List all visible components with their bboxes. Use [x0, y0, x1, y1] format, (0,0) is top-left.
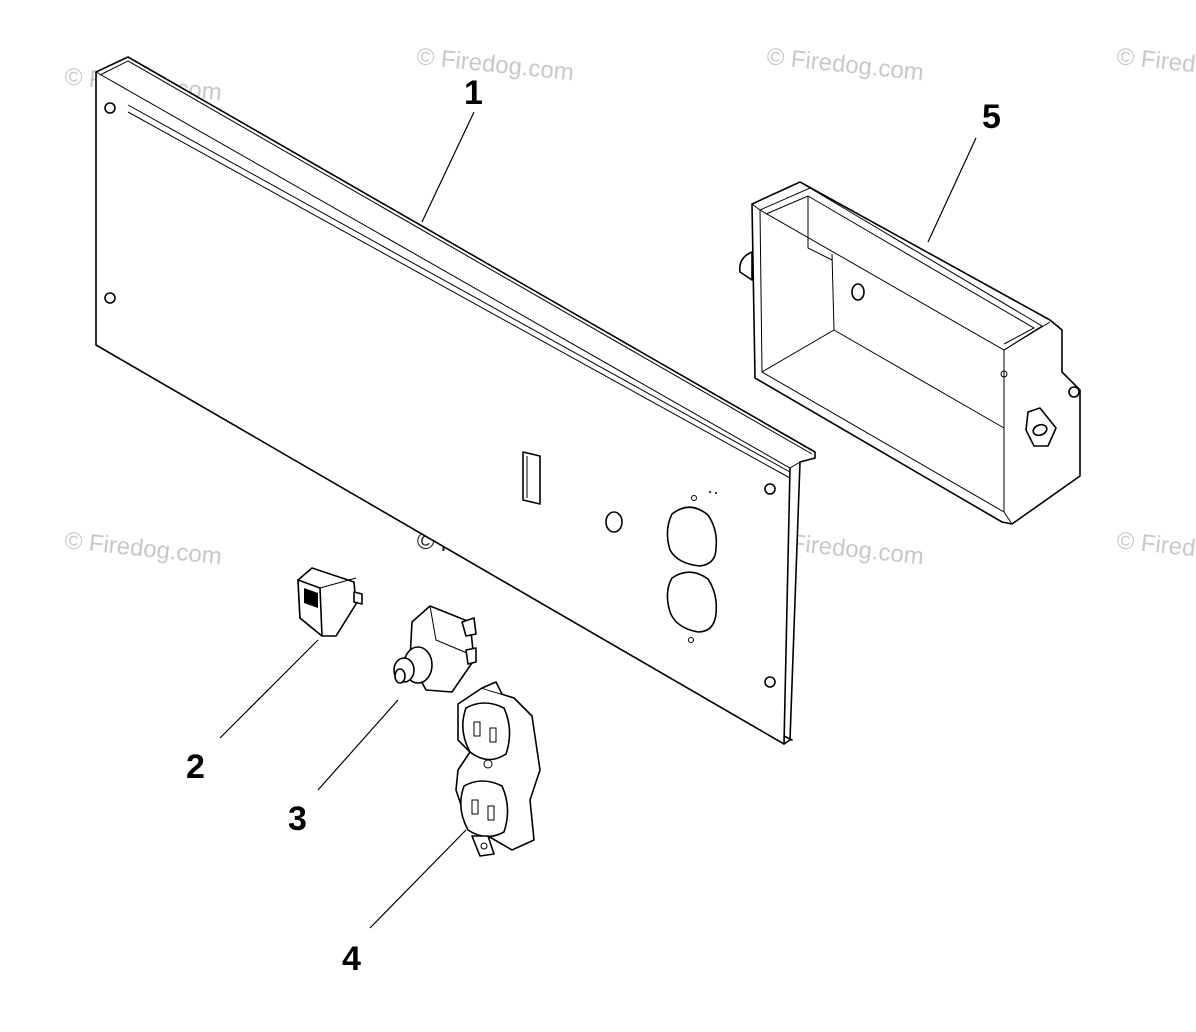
box-tab-left — [738, 251, 753, 281]
reset-button-icon — [394, 668, 406, 684]
control-box-part — [738, 181, 1081, 525]
callout-1: 1 — [464, 74, 483, 112]
outlet-slot-icon — [471, 799, 479, 815]
breaker-edge — [429, 605, 475, 657]
receptacle-cutout-upper — [666, 506, 718, 567]
dot-icon — [709, 491, 711, 493]
box-floor-line — [833, 329, 1005, 429]
callouts: 1 2 3 4 5 — [186, 74, 1001, 978]
switch-face — [297, 579, 323, 637]
receptacle-cutout-lower — [666, 571, 718, 633]
panel-right-edge — [783, 467, 791, 745]
mount-hole-icon — [764, 483, 776, 495]
callout-4: 4 — [342, 940, 361, 978]
receptacle-ear — [471, 835, 495, 857]
ear-hole-icon — [480, 842, 488, 850]
panel-top-bend — [99, 60, 813, 455]
mount-hole-icon — [104, 102, 116, 114]
leader-line-5 — [927, 137, 977, 243]
switch-top-edge — [319, 577, 357, 589]
leader-line-1 — [421, 111, 475, 223]
outlet-slot-icon — [489, 727, 497, 743]
box-outline — [751, 181, 1081, 525]
box-hole-icon — [851, 283, 865, 301]
circuit-breaker-part — [393, 605, 477, 693]
panel-fold-line-2 — [127, 111, 791, 479]
screw-hole-icon — [691, 495, 697, 501]
mount-hole-icon — [104, 292, 116, 304]
switch-terminal — [353, 591, 363, 605]
breaker-terminal — [465, 647, 477, 665]
watermark: © Firedog.com — [415, 43, 575, 86]
watermark: © Firedog.com — [1115, 43, 1196, 86]
panel-corner — [783, 735, 793, 741]
leader-line-2 — [219, 639, 319, 739]
receptacle-part — [455, 681, 541, 857]
callout-3: 3 — [288, 800, 307, 838]
panel-fold-line — [127, 104, 791, 473]
leader-lines — [219, 111, 977, 929]
rocker-switch-part — [297, 567, 363, 637]
watermark: © Firedog.com — [63, 527, 223, 570]
watermark: © Firedog.com — [765, 43, 925, 86]
box-bottom-edge — [1003, 350, 1013, 525]
box-back-inner — [807, 196, 833, 261]
box-rim-inner — [759, 187, 1043, 351]
mount-hole-icon — [764, 676, 776, 688]
breaker-terminal — [461, 617, 477, 637]
box-rim-inner-2 — [765, 195, 1036, 345]
panel-part — [95, 56, 816, 745]
watermark: © Firedog.com — [1115, 527, 1196, 570]
dot-icon — [715, 492, 717, 494]
box-small-hole-icon — [1000, 370, 1008, 378]
box-tab-hole-icon — [1032, 423, 1048, 437]
box-notch-icon — [1068, 386, 1080, 398]
callout-2: 2 — [186, 748, 205, 786]
receptacle-ear-top — [481, 681, 503, 695]
breaker-hole-icon — [605, 511, 623, 533]
leader-line-4 — [369, 829, 467, 929]
outlet-slot-icon — [487, 805, 495, 821]
outlet-slot-icon — [473, 721, 481, 737]
switch-rocker-icon — [304, 588, 318, 608]
leader-line-3 — [317, 699, 399, 791]
screw-hole-icon — [688, 637, 694, 643]
callout-5: 5 — [982, 98, 1001, 136]
switch-cutout — [522, 451, 541, 505]
outlet-face-upper — [462, 702, 511, 761]
outlet-screw-icon — [483, 759, 493, 769]
outlet-face-lower — [460, 780, 509, 838]
